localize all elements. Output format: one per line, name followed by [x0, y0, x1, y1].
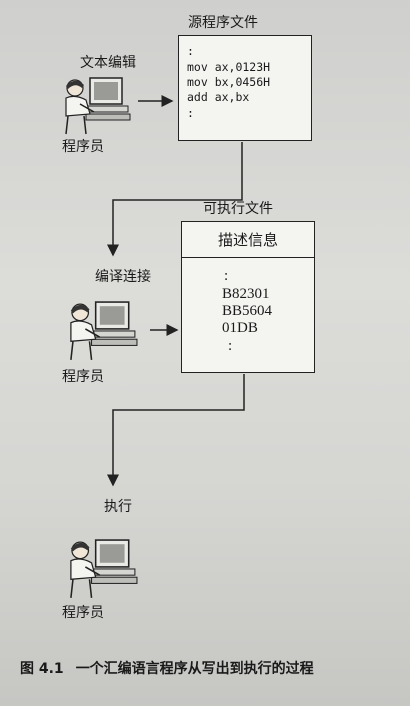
figure-caption-text: 一个汇编语言程序从写出到执行的过程 — [75, 661, 314, 677]
source-file-box: : mov ax,0123H mov bx,0456H add ax,bx : — [178, 35, 312, 141]
source-line-4: add ax,bx — [187, 90, 250, 104]
programmer-label-1: 程序员 — [62, 139, 104, 155]
arrow-exe-to-execute — [107, 374, 245, 487]
compile-link-step-label: 编译连接 — [95, 269, 151, 285]
exe-header: 描述信息 — [182, 222, 314, 258]
exe-line-1: : — [224, 268, 229, 284]
source-line-2: mov ax,0123H — [187, 60, 271, 74]
exe-file-box: 描述信息 : B82301 BB5604 01DB : — [181, 221, 315, 373]
arrow-source-to-compile — [107, 142, 243, 257]
source-line-5: : — [187, 106, 194, 120]
programmer-icon — [70, 539, 138, 598]
source-file-title: 源程序文件 — [188, 15, 258, 31]
exe-line-4: 01DB — [222, 320, 258, 336]
execute-step-label: 执行 — [104, 499, 132, 515]
edit-step-label: 文本编辑 — [80, 55, 136, 71]
exe-line-3: BB5604 — [222, 303, 273, 319]
programmer-label-2: 程序员 — [62, 369, 104, 385]
programmer-icon — [70, 301, 138, 360]
exe-file-title: 可执行文件 — [203, 201, 273, 217]
source-line-1: : — [187, 44, 194, 58]
figure-caption: 图 4.1 一个汇编语言程序从写出到执行的过程 — [20, 658, 314, 678]
source-line-3: mov bx,0456H — [187, 75, 271, 89]
programmer-label-3: 程序员 — [62, 605, 104, 621]
programmer-icon — [65, 77, 131, 135]
exe-line-5: : — [228, 338, 233, 354]
figure-number: 图 4.1 — [20, 661, 64, 677]
exe-line-2: B82301 — [222, 286, 270, 302]
